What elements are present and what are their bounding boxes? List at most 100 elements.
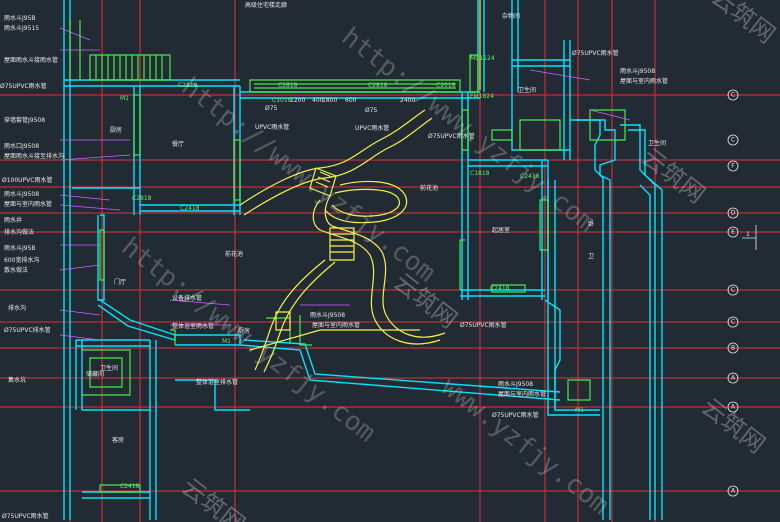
watermark: 云筑网 — [706, 0, 780, 49]
svg-text:C: C — [731, 137, 735, 144]
room-label: 前花池 — [420, 184, 438, 192]
axis-bubble: E — [727, 226, 739, 238]
room-label: 前花池 — [225, 250, 243, 258]
axis-bubble: B — [727, 342, 739, 354]
note: 屋面雨水斗接雨水管 — [4, 56, 58, 64]
dim-label: C1818 — [470, 170, 490, 177]
axis-bubble: A — [727, 485, 739, 497]
svg-text:A: A — [731, 375, 736, 382]
note: 雨水斗J9508 — [620, 67, 655, 75]
dim-label: 600 — [345, 97, 357, 104]
note: 雨水斗J95B — [4, 244, 36, 252]
dim-label: M1 — [120, 95, 129, 102]
note: 600宽排水沟 — [4, 256, 39, 264]
dim-label: 400 — [312, 97, 324, 104]
note: 屋面与室内雨水管 — [4, 200, 52, 208]
walls — [63, 0, 663, 520]
note: 整体浴室雨水管 — [172, 322, 214, 330]
note: 排水沟 — [8, 304, 26, 312]
pipe-label: Ø75UPVC雨水管 — [2, 512, 49, 520]
dim-label: C2418 — [520, 173, 540, 180]
room-label: 卫 — [588, 253, 594, 260]
room-label: 厨房 — [110, 126, 122, 134]
axis-bubble: A — [727, 372, 739, 384]
room-label: 起居室 — [492, 226, 510, 234]
svg-text:E: E — [731, 229, 735, 236]
axis-bubbles-right: C C F D E C C B A A A — [727, 89, 739, 497]
note: 雨水斗J9508 — [310, 311, 345, 319]
room-label: 厨房 — [238, 327, 250, 335]
note: 雨水斗J9508 — [4, 190, 39, 198]
note: 雨水斗J9508 — [498, 380, 533, 388]
notes: 雨水斗J95B 雨水斗J9515 屋面雨水斗接雨水管 穿墙套管J9508 雨水口… — [4, 14, 668, 398]
pipe-label: UPVC雨水管 — [255, 123, 289, 131]
note: 屋面雨水斗接至排水沟 — [4, 152, 64, 160]
svg-text:C: C — [731, 92, 735, 99]
room-label: 卫生间 — [518, 86, 536, 94]
pipe-label: Ø75UPVC雨水管 — [572, 49, 619, 57]
axis-bubble: C — [727, 89, 739, 101]
svg-text:B: B — [731, 345, 735, 352]
dim-label: MC1524 — [470, 55, 495, 62]
svg-text:A: A — [731, 404, 736, 411]
room-label: 卫生间 — [100, 364, 118, 372]
dim-label: 2400 — [400, 97, 415, 104]
axis-bubble: A — [727, 401, 739, 413]
pipe-labels: Ø75UPVC雨水管 Ø75 UPVC雨水管 Ø75 UPVC雨水管 Ø75UP… — [0, 49, 619, 520]
note: 雨水口J9508 — [4, 142, 39, 150]
garden-paths — [239, 0, 481, 373]
svg-text:C: C — [731, 287, 735, 294]
pipe-label: Ø100UPVC雨水管 — [2, 176, 52, 184]
pipe-label: UPVC雨水管 — [355, 124, 389, 132]
room-label: 门厅 — [114, 278, 126, 286]
axis-bubble: D — [727, 207, 739, 219]
note: 设备排水管 — [172, 294, 202, 302]
dimension-labels: C2818 C2818 C2818 C2018 C2418 C2418 C241… — [120, 55, 584, 490]
room-label: 客房 — [112, 436, 124, 444]
svg-text:D: D — [731, 210, 736, 217]
dim-label: C2418 — [180, 205, 200, 212]
dim-label: C2818 — [368, 82, 388, 89]
watermark: 云筑网 — [176, 473, 250, 522]
pipe-label: Ø75UPVC雨水管 — [492, 411, 539, 419]
note: 穿墙套管J9508 — [4, 116, 45, 124]
dim-label: M1 — [222, 338, 231, 345]
room-label: 高级住宅楼走廊 — [245, 1, 287, 9]
axis-bubble: C — [727, 134, 739, 146]
pipe-label: Ø75UPVC雨水管 — [460, 321, 507, 329]
note: 排水沟做法 — [4, 228, 34, 236]
note: 整体浴室排水管 — [196, 378, 238, 386]
note: 屋面与室内雨水管 — [498, 390, 546, 398]
section-mark — [742, 225, 757, 250]
svg-text:F: F — [731, 163, 735, 170]
svg-text:A: A — [731, 488, 736, 495]
dim-label: C1018 — [272, 97, 292, 104]
pipe-label: Ø75UPVC雨水管 — [0, 82, 47, 90]
axis-bubble: F — [727, 160, 739, 172]
dim-label: C2418 — [120, 483, 140, 490]
pipe-label: Ø75UPVC排水管 — [4, 326, 51, 334]
room-label: 杂物间 — [502, 12, 520, 20]
dim-label: 1800 — [322, 97, 337, 104]
section-mark-label: 1 — [746, 231, 750, 238]
dim-label: C2818 — [132, 195, 152, 202]
dim-label: C2018 — [436, 82, 456, 89]
dim-label: C2818 — [178, 82, 198, 89]
svg-text:C: C — [731, 319, 735, 326]
pipe-label: Ø75 — [365, 107, 378, 114]
pipe-label: Ø75 — [265, 105, 278, 112]
note: 雨水井 — [4, 216, 22, 224]
room-labels: 高级住宅楼走廊 厨房 杂物间 餐厅 卫生间 起居室 前花池 前花池 客房 卫生间… — [86, 1, 594, 444]
leaders — [59, 27, 631, 341]
note: 卫生间 — [648, 139, 666, 147]
note: 雨水斗J9515 — [4, 24, 39, 32]
dim-label: C2418 — [490, 285, 510, 292]
watermarks: http://www.yzfjy.com http://www.yzfjy.co… — [116, 0, 780, 522]
axis-bubble: C — [727, 316, 739, 328]
pipe-label: Ø75UPVC雨水管 — [428, 132, 475, 140]
dim-label: FM1824 — [470, 93, 494, 100]
room-label: 餐厅 — [172, 140, 184, 148]
note: 屋面与室内雨水管 — [620, 77, 668, 85]
